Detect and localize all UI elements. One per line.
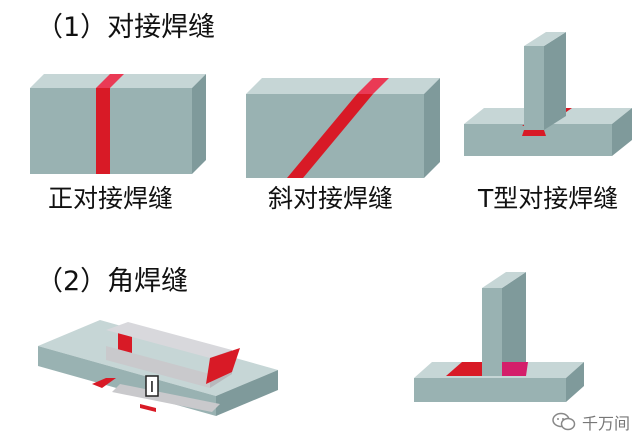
base-plate-front — [414, 378, 566, 402]
base-plate-side — [566, 362, 584, 402]
section-mark — [145, 375, 159, 397]
plate-side-face — [192, 74, 206, 174]
diagram-straight-butt-weld — [30, 74, 206, 174]
plate-top-face — [30, 74, 206, 88]
section-title-fillet-weld: （2）角焊缝 — [36, 266, 189, 297]
section-title-butt-weld: （1）对接焊缝 — [36, 12, 216, 43]
caption-straight-butt-weld: 正对接焊缝 — [48, 184, 174, 213]
plate-top-face — [246, 78, 440, 94]
weld-right — [206, 348, 240, 384]
upper-plate-top — [106, 322, 232, 358]
caption-t-butt-weld: T型对接焊缝 — [478, 184, 619, 213]
diagram-t-fillet-weld — [414, 272, 584, 402]
diagram-oblique-butt-weld — [246, 78, 440, 178]
web-plate-top — [524, 32, 566, 46]
weld-left — [446, 362, 484, 376]
diagram-lap-fillet-weld: I — [38, 320, 278, 416]
plate-front-face — [30, 88, 192, 174]
section-mark-label: I — [150, 378, 154, 396]
wechat-icon — [552, 412, 576, 432]
weld-under-left — [92, 378, 116, 388]
watermark: 千万间 — [552, 410, 630, 434]
web-plate-side — [544, 32, 566, 130]
weld-root — [522, 130, 546, 136]
weld-root — [502, 362, 528, 376]
caption-oblique-butt-weld: 斜对接焊缝 — [268, 184, 394, 213]
web-plate-front — [524, 46, 544, 130]
web-plate-front — [482, 288, 502, 376]
bottom-plate-edge — [112, 384, 220, 412]
weld-seam — [287, 94, 373, 178]
web-plate-top — [482, 272, 526, 288]
diagram-t-butt-weld — [464, 32, 632, 156]
upper-plate-front — [106, 346, 210, 388]
web-plate-side — [502, 272, 526, 376]
weld-seam — [96, 88, 110, 174]
plate-side-face — [424, 78, 440, 178]
watermark-text: 千万间 — [581, 414, 630, 433]
lower-plate-side — [216, 370, 278, 416]
weld-top — [96, 74, 124, 88]
weld-top — [357, 78, 389, 94]
base-plate-side — [612, 108, 632, 156]
weld-under-right — [140, 404, 156, 412]
